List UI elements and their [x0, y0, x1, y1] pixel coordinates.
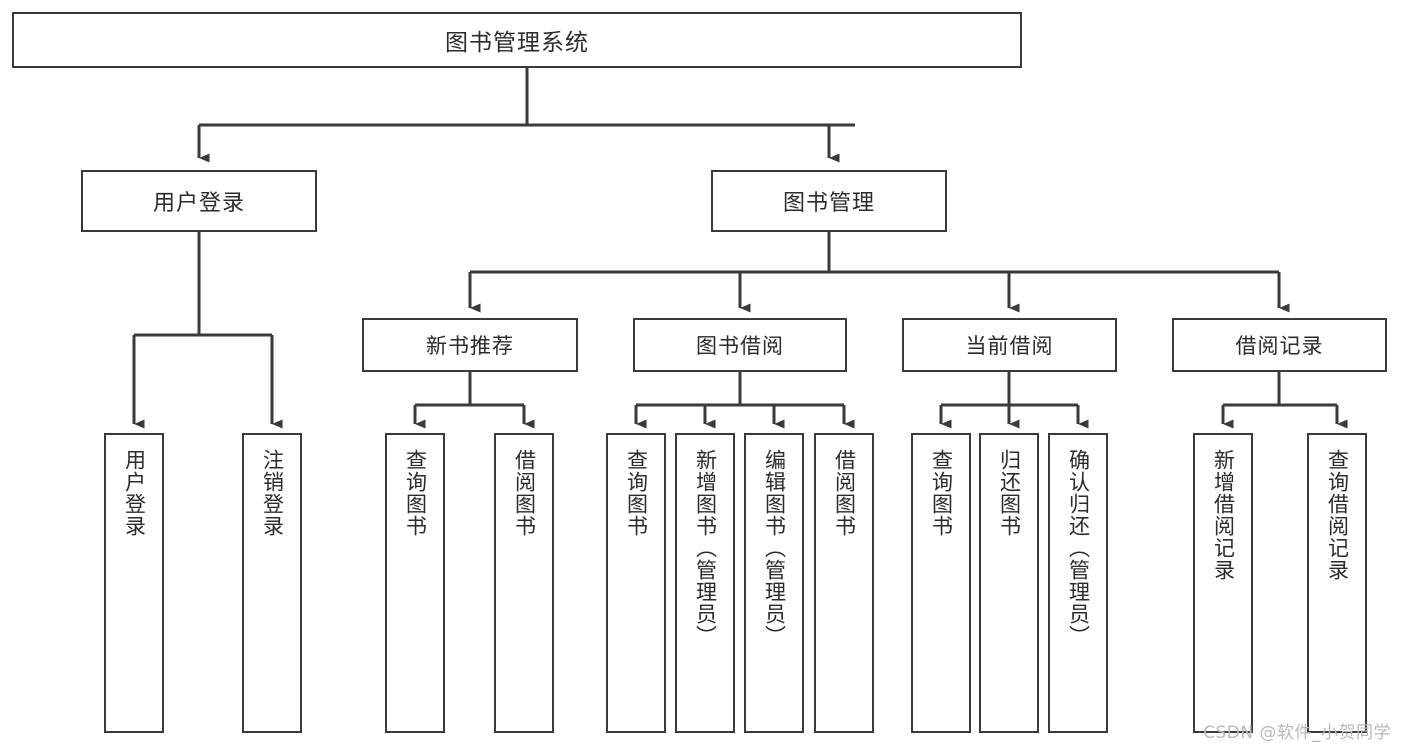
node-root-label: 图书管理系统	[445, 30, 589, 56]
node-new-book-recommend-label: 新书推荐	[426, 334, 514, 358]
node-leaf-borrow-book-2-label: 借阅图书	[832, 449, 857, 537]
node-leaf-borrow-book-1-label: 借阅图书	[512, 449, 537, 537]
node-leaf-confirm-return-label: 确认归还（管理员）	[1066, 449, 1091, 647]
csdn-watermark: CSDN @软件_小贺同学	[1203, 723, 1391, 743]
node-leaf-query-book-3[interactable]: 查询图书	[911, 433, 971, 733]
node-leaf-add-record-label: 新增借阅记录	[1211, 449, 1236, 581]
node-book-borrow-label: 图书借阅	[696, 334, 784, 358]
node-current-borrow[interactable]: 当前借阅	[902, 318, 1117, 372]
node-book-borrow[interactable]: 图书借阅	[633, 318, 847, 372]
node-leaf-query-book-1[interactable]: 查询图书	[385, 433, 445, 733]
node-borrow-record-label: 借阅记录	[1235, 334, 1324, 358]
node-new-book-recommend[interactable]: 新书推荐	[362, 318, 578, 372]
node-current-borrow-label: 当前借阅	[965, 334, 1054, 358]
node-leaf-borrow-book-2[interactable]: 借阅图书	[814, 433, 874, 733]
node-leaf-user-login-label: 用户登录	[122, 449, 147, 537]
node-book-management-label: 图书管理	[782, 191, 875, 216]
node-leaf-add-book[interactable]: 新增图书（管理员）	[675, 433, 735, 733]
node-leaf-query-record-label: 查询借阅记录	[1325, 449, 1350, 581]
node-leaf-borrow-book-1[interactable]: 借阅图书	[494, 433, 554, 733]
node-user-login[interactable]: 用户登录	[81, 170, 317, 232]
node-leaf-query-book-2-label: 查询图书	[624, 449, 649, 537]
node-leaf-logout-login[interactable]: 注销登录	[242, 433, 302, 733]
node-leaf-query-book-3-label: 查询图书	[929, 449, 954, 537]
node-root-book-management-system[interactable]: 图书管理系统	[12, 12, 1022, 68]
node-leaf-edit-book-label: 编辑图书（管理员）	[762, 449, 787, 647]
node-leaf-return-book[interactable]: 归还图书	[979, 433, 1039, 733]
node-leaf-logout-login-label: 注销登录	[260, 449, 285, 537]
node-book-management[interactable]: 图书管理	[711, 170, 947, 232]
node-borrow-record[interactable]: 借阅记录	[1172, 318, 1387, 372]
node-leaf-add-book-label: 新增图书（管理员）	[693, 449, 718, 647]
node-leaf-add-record[interactable]: 新增借阅记录	[1193, 433, 1253, 733]
node-leaf-query-book-1-label: 查询图书	[403, 449, 428, 537]
node-user-login-label: 用户登录	[152, 191, 245, 216]
node-leaf-return-book-label: 归还图书	[997, 449, 1022, 537]
node-leaf-confirm-return[interactable]: 确认归还（管理员）	[1048, 433, 1108, 733]
node-leaf-user-login[interactable]: 用户登录	[104, 433, 164, 733]
node-leaf-edit-book[interactable]: 编辑图书（管理员）	[744, 433, 804, 733]
node-leaf-query-book-2[interactable]: 查询图书	[606, 433, 666, 733]
node-leaf-query-record[interactable]: 查询借阅记录	[1307, 433, 1367, 733]
